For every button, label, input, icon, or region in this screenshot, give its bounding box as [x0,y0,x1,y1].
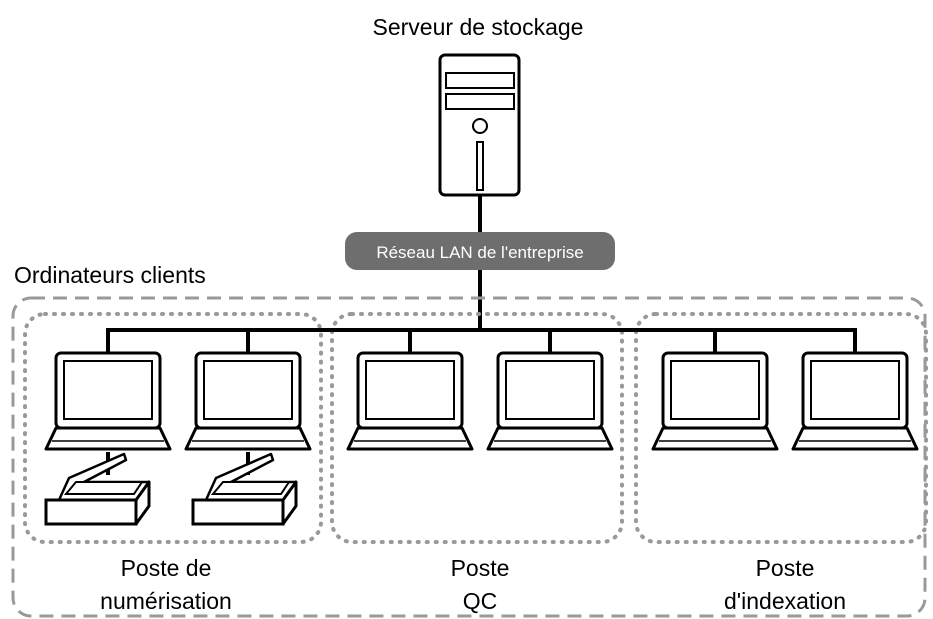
station-label-qc-line2: QC [463,588,498,614]
station-label-indexation-line2: d'indexation [724,588,846,614]
station-label-numerisation-line2: numérisation [100,588,232,614]
station-group-indexation [634,312,928,544]
laptop-icon [651,351,779,451]
laptop-icon [44,351,172,451]
scanner-icon [191,452,298,526]
laptop-icon [791,351,919,451]
laptop-icon [346,351,474,451]
laptop-icon [184,351,312,451]
server-tower-icon [438,53,521,197]
lan-badge: Réseau LAN de l'entreprise [345,232,615,270]
scanner-icon [44,452,151,526]
station-group-numerisation [23,312,323,544]
station-label-numerisation-line1: Poste de [121,555,212,581]
station-label-indexation-line1: Poste [756,555,815,581]
station-label-qc-line1: Poste [451,555,510,581]
station-group-qc [330,312,624,544]
clients-title: Ordinateurs clients [14,262,206,288]
laptop-icon [486,351,614,451]
lan-label: Réseau LAN de l'entreprise [376,243,583,262]
lan-drop-lines [106,330,857,353]
scanner-cable-lines [106,452,250,475]
server-title: Serveur de stockage [373,14,584,40]
